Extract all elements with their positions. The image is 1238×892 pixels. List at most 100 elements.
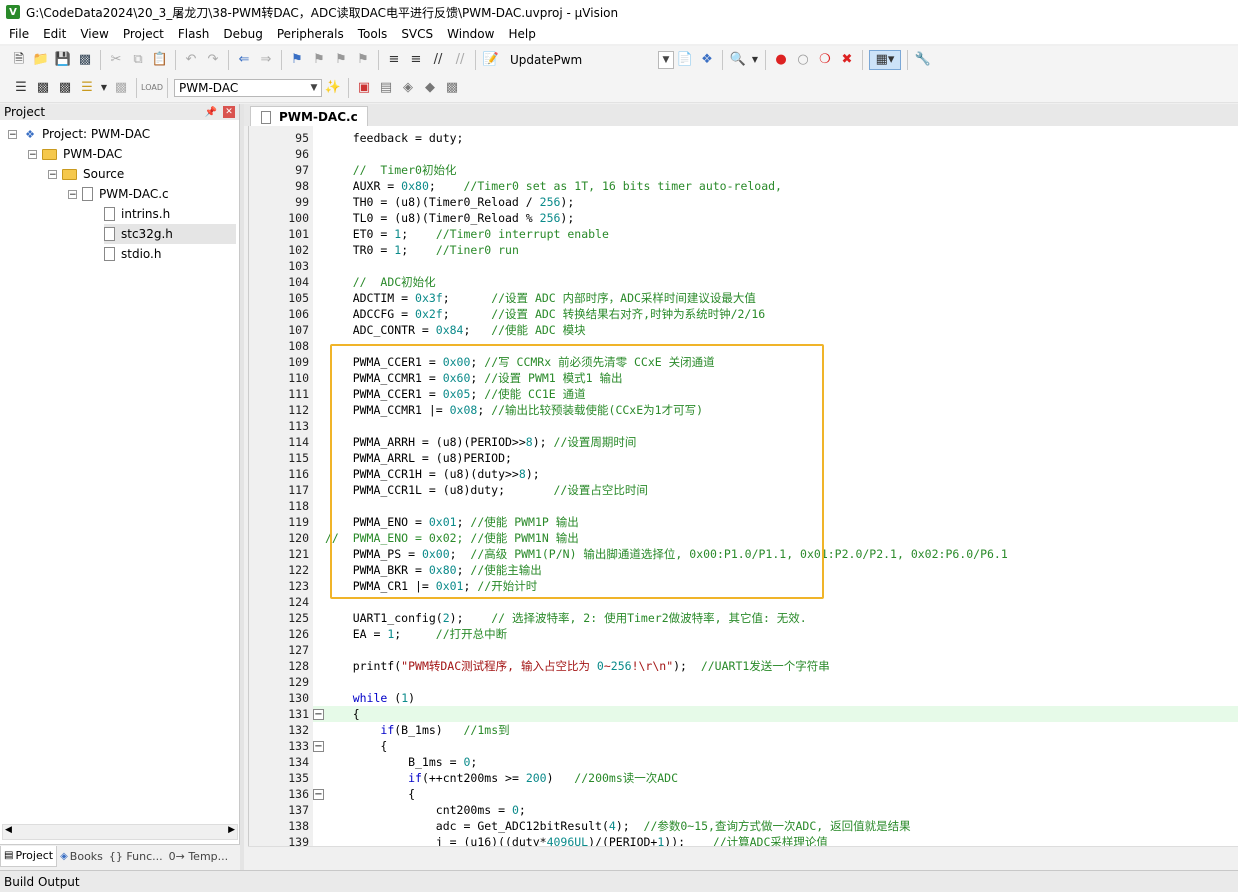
unindent-icon[interactable]: ≡ [410,52,422,67]
collapse-icon[interactable]: − [8,129,17,140]
code-line[interactable]: PWMA_CCR1L = (u8)duty; //设置占空比时间 [325,483,648,497]
save-all-icon[interactable]: ▩ [78,52,92,67]
find-icon[interactable]: 📄 [676,52,694,67]
code-line[interactable]: PWMA_CR1 |= 0x01; //开始计时 [325,579,538,593]
tree-item-target[interactable]: − PWM-DAC [28,144,122,164]
open-file-icon[interactable]: 📁 [32,52,50,67]
fold-toggle-icon[interactable]: − [313,709,324,720]
code-line[interactable]: PWMA_CCER1 = 0x05; //使能 CC1E 通道 [325,387,586,401]
code-line[interactable]: EA = 1; //打开总中断 [325,627,508,641]
tree-item-source-group[interactable]: − Source [48,164,124,184]
code-line[interactable]: PWMA_ENO = 0x01; //使能 PWM1P 输出 [325,515,579,529]
pin-icon[interactable]: 📌 [204,106,217,118]
target-combo[interactable]: PWM-DAC ▼ [174,79,322,97]
chevron-down-icon[interactable]: ▼ [751,55,759,64]
code-line[interactable]: if(++cnt200ms >= 200) //200ms读一次ADC [408,771,679,785]
tab-functions[interactable]: {} Func... [106,846,166,866]
navigate-back-icon[interactable]: ⇐ [238,52,250,67]
prev-bookmark-icon[interactable]: ⚑ [313,52,325,67]
close-icon[interactable]: ✕ [223,106,235,118]
project-panel-scrollbar[interactable]: ◀ ▶ [2,824,238,840]
redo-icon[interactable]: ↷ [207,52,219,67]
batch-build-icon[interactable]: ☰ [81,80,93,95]
menu-flash[interactable]: Flash [177,27,210,41]
code-line[interactable]: PWMA_CCMR1 |= 0x08; //输出比较预装载使能(CCxE为1才可… [325,403,703,417]
configure-icon[interactable]: 🔧 [914,52,932,67]
code-line[interactable]: ADCCFG = 0x2f; //设置 ADC 转换结果右对齐,时钟为系统时钟/… [325,307,766,321]
cut-icon[interactable]: ✂ [110,52,122,67]
code-line[interactable]: PWMA_BKR = 0x80; //使能主输出 [325,563,542,577]
debug-session-icon[interactable]: 🔍 [729,52,747,67]
navigate-forward-icon[interactable]: ⇒ [260,52,272,67]
menu-file[interactable]: File [9,27,30,41]
paste-icon[interactable]: 📋 [151,52,169,67]
code-line[interactable]: PWMA_ARRL = (u8)PERIOD; [325,451,512,465]
tree-item-source-file[interactable]: − PWM-DAC.c [68,184,169,204]
download-icon[interactable]: LOAD [141,83,163,92]
fold-toggle-icon[interactable]: − [313,789,324,800]
scroll-left-icon[interactable]: ◀ [5,825,12,835]
uncomment-icon[interactable]: // [455,52,465,67]
select-packs-icon[interactable]: ◈ [403,80,413,95]
code-line[interactable]: ADC_CONTR = 0x84; //使能 ADC 模块 [325,323,586,337]
fold-toggle-icon[interactable]: − [313,741,324,752]
code-line[interactable]: B_1ms = 0; [325,755,478,769]
comment-icon[interactable]: // [433,52,443,67]
code-line[interactable]: PWMA_CCER1 = 0x00; //写 CCMRx 前必须先清零 CCxE… [325,355,715,369]
code-line[interactable]: PWMA_CCMR1 = 0x60; //设置 PWM1 模式1 输出 [325,371,623,385]
code-line[interactable]: // PWMA_ENO = 0x02; //使能 PWM1N 输出 [325,531,579,545]
code-line[interactable]: j = (u16)((duty*4096UL)/(PERIOD+1)); //计… [325,835,828,846]
kill-all-breakpoints-icon[interactable]: ✖ [841,52,853,67]
breakpoint-icon[interactable]: ● [775,52,787,67]
collapse-icon[interactable]: − [28,149,37,160]
code-line[interactable]: TR0 = 1; //Tiner0 run [325,243,519,257]
disable-breakpoint-icon[interactable]: ○ [797,52,809,67]
tab-templates[interactable]: 0→ Temp... [166,846,232,866]
chevron-down-icon[interactable]: ▼ [100,83,108,92]
code-line[interactable]: PWMA_PS = 0x00; //高级 PWM1(P/N) 输出脚通道选择位,… [325,547,1008,561]
code-line[interactable]: adc = Get_ADC12bitResult(4); //参数0~15,查询… [325,819,911,833]
tab-books[interactable]: ◈ Books [57,846,106,866]
code-line[interactable]: { [325,707,360,721]
menu-tools[interactable]: Tools [357,27,388,41]
code-line[interactable]: AUXR = 0x80; //Timer0 set as 1T, 16 bits… [325,179,782,193]
new-file-icon[interactable]: 🗎 [13,52,25,67]
pack-installer-icon[interactable]: ▩ [445,80,459,95]
chevron-down-icon[interactable]: ▼ [658,51,674,69]
manage-components-icon[interactable]: ▣ [357,80,371,95]
menu-debug[interactable]: Debug [223,27,263,41]
tree-item-header-stdio[interactable]: stdio.h [104,244,161,264]
chevron-down-icon[interactable]: ▼ [310,83,318,93]
code-line[interactable]: { [325,739,388,753]
code-line[interactable]: // ADC初始化 [352,275,436,289]
undo-icon[interactable]: ↶ [185,52,197,67]
code-line[interactable]: TL0 = (u8)(Timer0_Reload % 256); [325,211,575,225]
save-icon[interactable]: 💾 [54,52,72,67]
next-bookmark-icon[interactable]: ⚑ [335,52,347,67]
tree-item-header-intrins[interactable]: intrins.h [104,204,170,224]
tree-item-project-root[interactable]: − ❖ Project: PWM-DAC [8,124,150,144]
rebuild-icon[interactable]: ▩ [58,80,72,95]
collapse-icon[interactable]: − [68,189,77,200]
editor-tab-pwm-dac[interactable]: PWM-DAC.c [250,106,368,127]
editor-horizontal-scrollbar[interactable] [248,846,1238,865]
tab-project[interactable]: ▤ Project [0,845,58,867]
code-line[interactable]: cnt200ms = 0; [325,803,526,817]
scroll-right-icon[interactable]: ▶ [228,825,235,835]
copy-icon[interactable]: ⧉ [133,52,143,67]
menu-peripherals[interactable]: Peripherals [276,27,344,41]
bookmark-icon[interactable]: ⚑ [291,52,303,67]
code-line[interactable]: ET0 = 1; //Timer0 interrupt enable [325,227,609,241]
code-line[interactable]: PWMA_ARRH = (u8)(PERIOD>>8); //设置周期时间 [325,435,637,449]
tree-item-header-stc32g[interactable]: stc32g.h [104,224,236,244]
file-extensions-icon[interactable]: ▤ [379,80,393,95]
code-line[interactable]: if(B_1ms) //1ms到 [380,723,510,737]
menu-help[interactable]: Help [508,27,536,41]
code-line[interactable]: printf("PWM转DAC测试程序, 输入占空比为 0~256!\r\n")… [325,659,830,673]
find-combo[interactable]: UpdatePwm ▼ [506,51,674,69]
code-line[interactable]: TH0 = (u8)(Timer0_Reload / 256); [325,195,575,209]
panel-splitter[interactable] [240,104,244,870]
code-line[interactable]: UART1_config(2); // 选择波特率, 2: 使用Timer2做波… [325,611,807,625]
build-icon[interactable]: ▩ [36,80,50,95]
